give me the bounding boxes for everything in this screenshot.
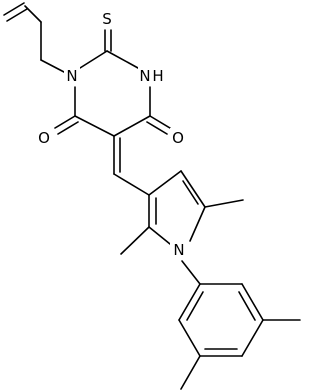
bond-pyr-c4-c5-single bbox=[180, 170, 206, 208]
bond-n1-c2 bbox=[79, 50, 108, 69]
bond-c4-o-1 bbox=[149, 115, 171, 129]
atom-n-pyrrole: N bbox=[170, 240, 188, 260]
bond-pyr-c4-c5-double bbox=[182, 180, 199, 205]
svg-text:N: N bbox=[173, 241, 184, 259]
bond-ar-5 bbox=[178, 319, 201, 357]
bond-ar-6 bbox=[178, 283, 201, 321]
structure-canvas: S N N H O O N bbox=[3, 2, 301, 390]
bond-c2-n3 bbox=[106, 50, 139, 69]
atom-n3-nh: N H bbox=[138, 66, 166, 86]
bond-ar-2 bbox=[241, 283, 264, 321]
atom-o-c6: O bbox=[36, 128, 52, 148]
bond-ar-inner-1 bbox=[238, 291, 256, 321]
bond-c5-c6 bbox=[74, 115, 115, 137]
bond-methine-pyrrole bbox=[113, 173, 150, 196]
molecule-diagram: S N N H O O N bbox=[3, 2, 301, 390]
bond-ar-3 bbox=[241, 319, 264, 357]
svg-text:N: N bbox=[66, 67, 77, 85]
bond-allyl-n1 bbox=[40, 59, 65, 73]
atom-n1: N bbox=[64, 66, 80, 86]
svg-text:O: O bbox=[38, 129, 50, 147]
bond-c4-o-2 bbox=[146, 121, 168, 135]
bond-c6-o-2 bbox=[57, 121, 79, 135]
svg-text:S: S bbox=[102, 10, 112, 28]
bond-pyr-c3-c4 bbox=[148, 170, 182, 196]
bond-allyl-1 bbox=[24, 5, 42, 23]
atom-s: S bbox=[99, 10, 115, 28]
svg-text:H: H bbox=[152, 67, 163, 85]
atom-o-c4: O bbox=[170, 128, 186, 148]
svg-text:O: O bbox=[172, 129, 184, 147]
bond-allyl-terminal-double bbox=[3, 2, 25, 16]
svg-text:N: N bbox=[139, 67, 150, 85]
bond-pyr-n-c2 bbox=[148, 226, 171, 245]
bond-pyr-c5-methyl bbox=[204, 199, 244, 208]
bond-pyr-c2-methyl bbox=[120, 226, 150, 255]
bond-c6-o-1 bbox=[54, 115, 76, 129]
bond-allyl-terminal-double-2 bbox=[6, 8, 28, 22]
bond-c4-c5 bbox=[113, 115, 151, 137]
bond-ar-methyl-bottom bbox=[180, 355, 201, 390]
bond-ar-inner-3 bbox=[186, 291, 204, 321]
bond-pyr-c5-n bbox=[189, 206, 206, 242]
bond-n-aryl bbox=[181, 260, 201, 285]
